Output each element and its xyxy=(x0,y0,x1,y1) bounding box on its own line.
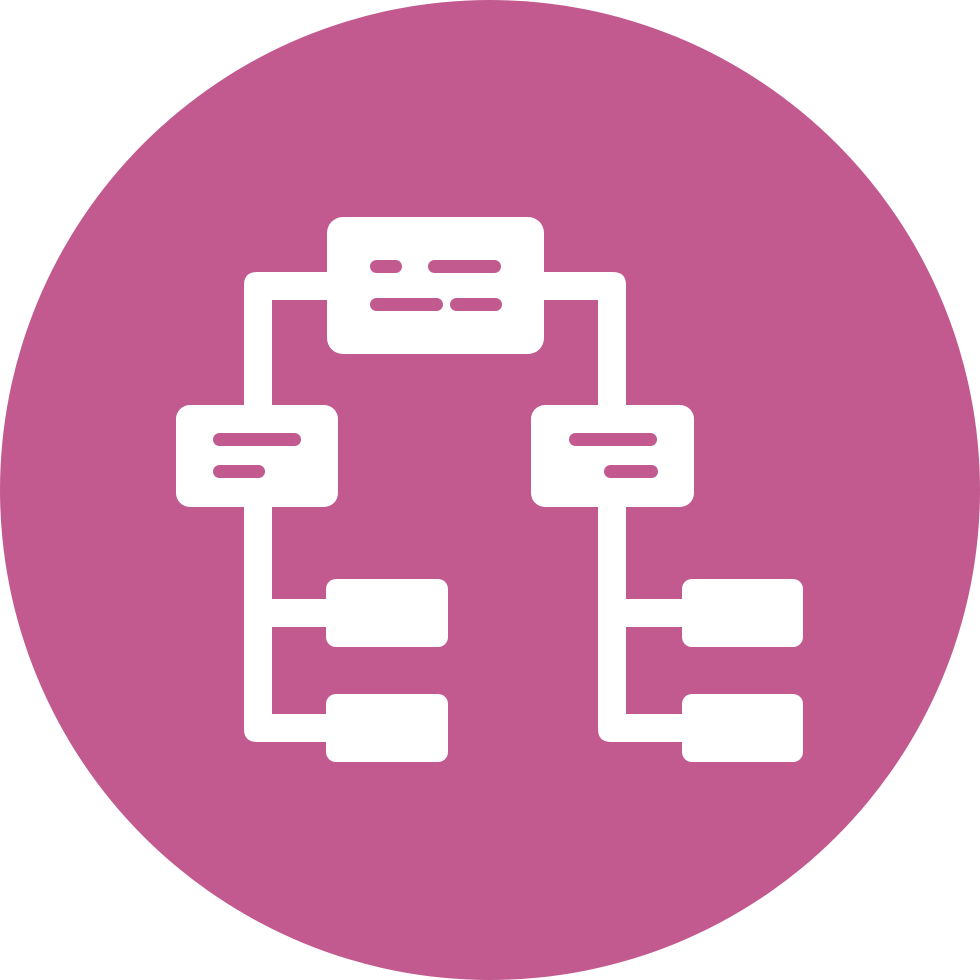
leaf-node-right-bottom xyxy=(682,694,803,762)
connector-left-branch xyxy=(244,505,330,742)
flowchart-graphic xyxy=(176,217,803,762)
node-text-lines xyxy=(213,260,658,478)
connector-top-right xyxy=(540,272,626,410)
leaf-node-left-top xyxy=(326,579,448,647)
leaf-node-left-bottom xyxy=(326,694,448,762)
mid-right-line-1 xyxy=(569,433,657,446)
mid-node-left xyxy=(176,405,338,507)
mid-left-line-2 xyxy=(213,465,265,478)
connector-right-branch xyxy=(598,505,686,742)
connector-top-left xyxy=(244,272,332,410)
root-line-2b xyxy=(450,298,502,311)
root-node xyxy=(327,217,544,354)
mid-node-right xyxy=(531,405,694,507)
root-line-1b xyxy=(428,260,501,273)
root-line-2a xyxy=(370,298,443,311)
leaf-node-right-top xyxy=(682,579,803,647)
root-line-1a xyxy=(370,260,402,273)
mid-left-line-1 xyxy=(213,433,301,446)
mid-right-line-2 xyxy=(604,465,658,478)
